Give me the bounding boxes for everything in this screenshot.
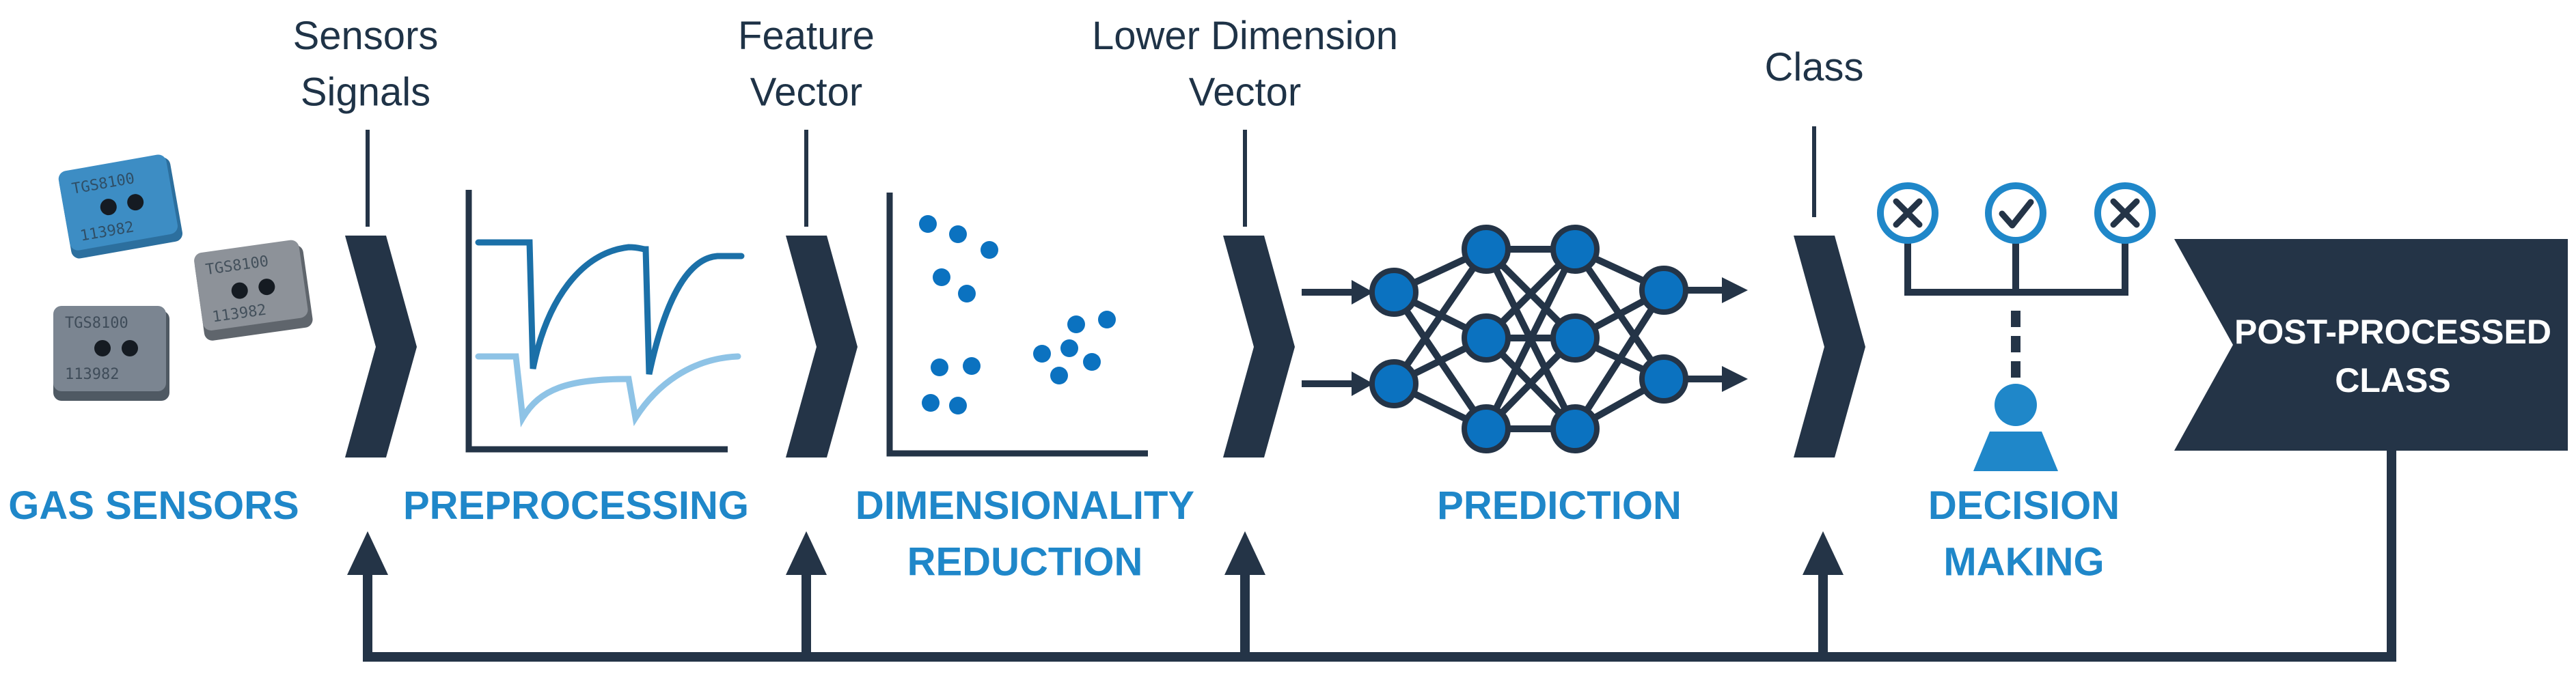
scatter-point	[958, 285, 976, 302]
nn-node	[1639, 266, 1688, 315]
nn-node	[1369, 268, 1419, 317]
arrowhead-up-icon	[1803, 531, 1844, 575]
stage-label-preprocessing: PREPROCESSING	[403, 483, 749, 528]
svg-text:TGS8100: TGS8100	[65, 315, 128, 332]
chevron-right-icon	[1794, 236, 1865, 457]
scatter-plot	[886, 193, 1148, 457]
text-line: DIMENSIONALITY	[855, 483, 1194, 528]
output-box-label: POST-PROCESSED CLASS	[2234, 313, 2551, 399]
chevron-right-icon	[1223, 236, 1295, 457]
arrowhead-up-icon	[1224, 531, 1265, 575]
arrow-right-icon	[1722, 277, 1748, 303]
scatter-axes	[886, 193, 1148, 457]
text-line: CLASS	[2335, 361, 2450, 399]
preprocessing-plot	[465, 190, 745, 453]
plot-axes	[465, 190, 728, 453]
nn-node	[1550, 225, 1600, 274]
network-arrowheads	[1352, 277, 1748, 396]
svg-text:113982: 113982	[65, 366, 119, 383]
sensor-chip-slate: TGS8100 113982	[53, 306, 169, 401]
decision-tree-lines	[1904, 242, 2128, 296]
text-line: Vector	[1189, 70, 1301, 114]
feedback-loop	[363, 447, 2396, 662]
signal-curve-light	[475, 353, 741, 427]
arrow-right-icon	[1352, 280, 1373, 305]
x-circle-icon	[1877, 182, 1938, 244]
text-line: Feature	[738, 14, 875, 58]
chevron-right-icon	[786, 236, 858, 457]
text-line: Class	[1764, 45, 1863, 89]
scatter-point	[949, 225, 967, 243]
stage-label-decision-making: DECISION MAKING	[1928, 483, 2120, 584]
scatter-point	[963, 357, 981, 375]
scatter-point	[922, 394, 940, 412]
post-processed-class-box: POST-PROCESSED CLASS	[2174, 239, 2568, 451]
text-line: GAS SENSORS	[8, 483, 299, 528]
decision-making-icon	[1877, 182, 2156, 471]
nn-node	[1462, 225, 1511, 274]
stage-label-prediction: PREDICTION	[1437, 483, 1682, 528]
x-circle-icon	[2094, 182, 2156, 244]
stage-label-gas-sensors: GAS SENSORS	[8, 483, 299, 528]
text-line: PREDICTION	[1437, 483, 1682, 528]
scatter-points	[919, 215, 1116, 414]
network-nodes	[1369, 225, 1688, 453]
feedback-arrowheads	[347, 531, 1844, 575]
scatter-point	[1083, 353, 1101, 371]
chevrons	[345, 236, 1865, 457]
nn-node	[1462, 313, 1511, 363]
scatter-point	[919, 215, 937, 233]
text-line: Sensors	[293, 14, 439, 58]
text-line: Vector	[750, 70, 862, 114]
chevron-right-icon	[345, 236, 417, 457]
text-line: Signals	[301, 70, 430, 114]
arrow-right-icon	[1722, 366, 1748, 392]
text-line: DECISION	[1928, 483, 2120, 528]
nn-node	[1462, 404, 1511, 453]
text-line: REDUCTION	[907, 539, 1143, 584]
text-line: POST-PROCESSED	[2234, 313, 2551, 351]
scatter-point	[949, 397, 967, 414]
scatter-point	[1033, 345, 1051, 363]
sensor-chip-blue: TGS8100 113982	[58, 154, 182, 259]
check-circle-icon	[1985, 182, 2046, 244]
scatter-point	[933, 268, 950, 286]
scatter-point	[1050, 367, 1068, 384]
label-connectors	[366, 126, 1816, 227]
label-class: Class	[1764, 45, 1863, 89]
scatter-point	[931, 358, 948, 376]
arrow-right-icon	[1352, 371, 1373, 396]
person-icon	[1973, 384, 2058, 471]
nn-node	[1639, 354, 1688, 404]
nn-node	[1550, 404, 1600, 453]
scatter-point	[1098, 311, 1116, 328]
sensor-chip-gray: TGS8100 113982	[194, 240, 313, 341]
nn-node	[1369, 359, 1419, 408]
output-box-shape	[2174, 239, 2568, 451]
decision-dots	[2011, 311, 2020, 378]
stage-label-dimensionality-reduction: DIMENSIONALITY REDUCTION	[855, 483, 1194, 584]
feedback-line	[363, 447, 2396, 662]
text-line: PREPROCESSING	[403, 483, 749, 528]
arrowhead-up-icon	[786, 531, 827, 575]
scatter-point	[981, 241, 998, 259]
gas-sensor-chips: TGS8100 113982 TGS8100 113982 TGS8100 11…	[53, 154, 313, 401]
text-line: MAKING	[1943, 539, 2104, 584]
text-line: Lower Dimension	[1092, 14, 1398, 58]
neural-network	[1302, 225, 1748, 453]
signal-curve-dark	[475, 239, 745, 375]
scatter-point	[1067, 315, 1085, 333]
arrowhead-up-icon	[347, 531, 388, 575]
nn-node	[1550, 313, 1600, 363]
scatter-point	[1060, 339, 1078, 357]
